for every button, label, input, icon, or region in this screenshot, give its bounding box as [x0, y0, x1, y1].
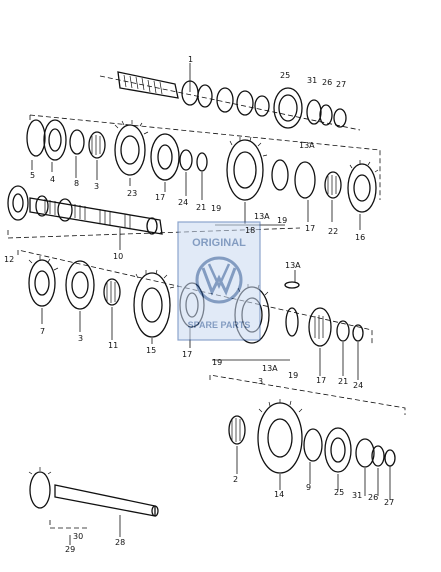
- part-label: 17: [305, 224, 315, 233]
- part-label: 17: [182, 350, 192, 359]
- part-label: 15: [146, 346, 156, 355]
- part-label: 3: [78, 334, 83, 343]
- part-labels: 1 25 31 26 27 5 4 8 3 23 17 24 21 19 13A…: [4, 55, 394, 554]
- gear-set-row-two: [26, 114, 381, 213]
- input-shaft-assembly: [99, 71, 361, 131]
- part-label: 29: [65, 545, 75, 554]
- part-label: 5: [30, 171, 35, 180]
- part-label: 27: [384, 498, 394, 507]
- part-label: 19: [211, 204, 221, 213]
- part-label: 23: [127, 189, 137, 198]
- part-label: 3: [258, 377, 263, 386]
- part-label: 13A: [254, 212, 270, 221]
- part-label: 26: [368, 493, 378, 502]
- part-label: 1: [188, 55, 193, 64]
- part-label: 19: [288, 371, 298, 380]
- part-label: 4: [50, 175, 55, 184]
- watermark: ORIGINAL SPARE PARTS: [177, 221, 261, 341]
- vw-logo-icon: [195, 256, 243, 304]
- part-label: 25: [280, 71, 290, 80]
- part-label: 16: [355, 233, 365, 242]
- part-label: 19: [212, 358, 222, 367]
- part-label: 31: [307, 76, 317, 85]
- part-label: 31: [352, 491, 362, 500]
- part-label: 7: [40, 327, 45, 336]
- part-label: 8: [74, 179, 79, 188]
- watermark-top-text: ORIGINAL: [192, 237, 246, 249]
- part-label: 13A: [285, 261, 301, 270]
- part-label: 17: [155, 193, 165, 202]
- part-label: 21: [196, 203, 206, 212]
- part-label: 2: [233, 475, 238, 484]
- bearing-group-top-right: [273, 87, 347, 129]
- part-label: 17: [316, 376, 326, 385]
- part-label: 12: [4, 255, 14, 264]
- part-label: 13A: [299, 141, 315, 150]
- part-label: 18: [245, 226, 255, 235]
- part-label: 26: [322, 78, 332, 87]
- part-label: 24: [178, 198, 188, 207]
- pinion-shaft: [28, 467, 159, 529]
- part-label: 13A: [262, 364, 278, 373]
- part-label: 19: [277, 216, 287, 225]
- part-label: 11: [108, 341, 118, 350]
- part-label: 25: [334, 488, 344, 497]
- part-label: 30: [73, 532, 83, 541]
- watermark-bottom-text: SPARE PARTS: [188, 320, 251, 330]
- part-label: 9: [306, 483, 311, 492]
- part-label: 27: [336, 80, 346, 89]
- part-label: 10: [113, 252, 123, 261]
- part-label: 24: [353, 381, 363, 390]
- gear-set-row-five: [209, 374, 406, 474]
- part-label: 14: [274, 490, 284, 499]
- part-label: 21: [338, 377, 348, 386]
- part-label: 3: [94, 182, 99, 191]
- part-label: 22: [328, 227, 338, 236]
- part-label: 28: [115, 538, 125, 547]
